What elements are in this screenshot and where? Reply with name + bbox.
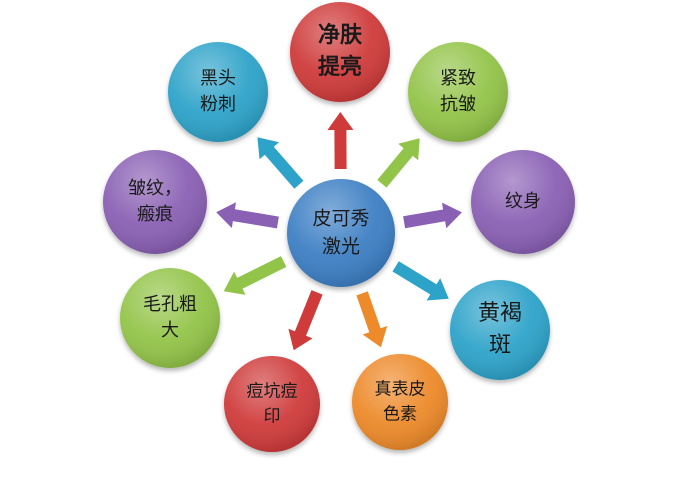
node-pores-shine	[120, 268, 220, 368]
node-tattoo: 纹身	[471, 150, 575, 254]
node-pores-line-2: 大	[161, 320, 179, 341]
node-wrinkles-scars-line-2: 瘢痕	[137, 204, 173, 225]
node-chloasma-line-2: 斑	[489, 333, 511, 358]
node-whitening-line-1: 净肤	[318, 22, 363, 48]
node-blackheads-line-1: 黑头	[200, 68, 236, 89]
arrow-to-whitening	[327, 112, 354, 169]
node-firming-line-1: 紧致	[440, 68, 476, 89]
node-blackheads-line-2: 粉刺	[200, 94, 236, 115]
arrow-to-wrinkles-scars	[216, 202, 279, 229]
node-whitening-line-2: 提亮	[318, 54, 362, 80]
node-blackheads-shine	[168, 42, 268, 142]
node-whitening-shine	[290, 2, 390, 102]
node-chloasma-shine	[450, 280, 550, 380]
center-label-line-1: 皮可秀	[312, 208, 369, 230]
node-acne-scar-line-2: 印	[264, 406, 281, 426]
center-label-line-2: 激光	[322, 235, 360, 257]
arrow-to-blackheads	[257, 137, 304, 189]
node-acne-scar-shine	[224, 356, 320, 452]
node-firming-line-2: 抗皱	[440, 94, 476, 115]
arrow-to-dermal-pigment	[356, 291, 388, 348]
arrow-to-firming	[377, 138, 420, 188]
arrow-to-tattoo	[403, 202, 462, 229]
node-wrinkles-scars-line-1: 皱纹，	[128, 178, 182, 199]
node-acne-scar-line-1: 痘坑痘	[247, 382, 298, 402]
node-tattoo-line-1: 纹身	[505, 191, 541, 212]
node-tattoo-shine	[471, 150, 575, 254]
connector-arrows	[216, 112, 462, 351]
center-shine	[287, 179, 395, 287]
node-firming-shine	[408, 42, 508, 142]
arrow-to-pores	[223, 256, 287, 295]
node-wrinkles-scars-shine	[103, 150, 207, 254]
node-wrinkles-scars: 皱纹， 瘢痕	[103, 150, 207, 254]
node-chloasma-line-1: 黄褐	[478, 301, 522, 326]
node-dermal-pigment-line-2: 色素	[383, 404, 417, 424]
arrow-to-chloasma	[392, 261, 449, 301]
arrow-to-acne-scar	[288, 290, 323, 351]
node-pores-line-1: 毛孔粗	[143, 294, 197, 315]
node-dermal-pigment-line-1: 真表皮	[375, 380, 426, 400]
benefit-nodes: 净肤提亮紧致抗皱纹身黄褐斑真表皮色素痘坑痘印毛孔粗大皱纹，瘢痕黑头粉刺	[103, 2, 575, 452]
node-dermal-pigment-shine	[352, 354, 448, 450]
node-chloasma: 黄褐斑	[450, 280, 550, 380]
